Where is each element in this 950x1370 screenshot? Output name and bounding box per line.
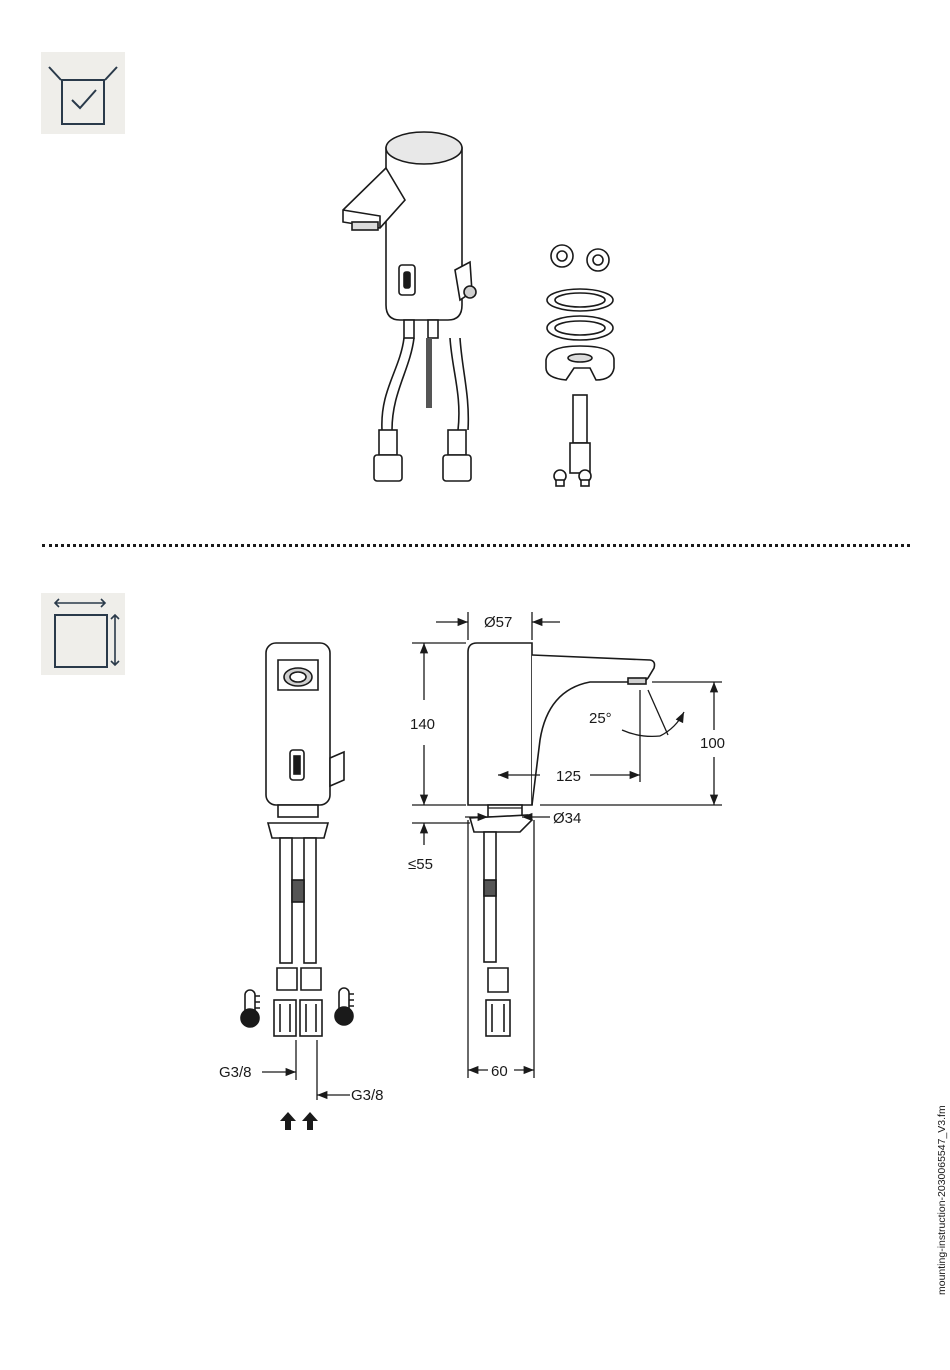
hose-connectors bbox=[374, 430, 471, 481]
dimension-body-diameter: Ø57 bbox=[484, 614, 512, 631]
connection-left-label: G3/8 bbox=[219, 1064, 252, 1081]
dimension-depth: 60 bbox=[491, 1063, 508, 1080]
dimension-base-diameter: Ø34 bbox=[553, 810, 581, 827]
arrow-up-icon bbox=[280, 1112, 318, 1130]
connection-dimension-lines bbox=[262, 1040, 350, 1100]
thermometer-hot-icon bbox=[335, 988, 354, 1025]
connection-right-label: G3/8 bbox=[351, 1087, 384, 1104]
front-view-drawing bbox=[266, 643, 344, 1036]
supply-hoses bbox=[382, 338, 468, 430]
thermometer-cold-icon bbox=[241, 990, 260, 1027]
mounting-accessories bbox=[546, 245, 614, 486]
dimension-deck-thickness: ≤55 bbox=[408, 856, 433, 873]
dimension-projection: 125 bbox=[556, 768, 581, 785]
side-view-drawing bbox=[468, 643, 655, 1036]
file-reference: mounting-instruction-2030065547_V3.fm bbox=[936, 1105, 948, 1295]
dimension-total-height: 140 bbox=[410, 716, 435, 733]
dimension-spout-height: 100 bbox=[700, 735, 725, 752]
faucet-isometric-drawing bbox=[343, 132, 476, 338]
dimension-spray-angle: 25° bbox=[589, 710, 612, 727]
